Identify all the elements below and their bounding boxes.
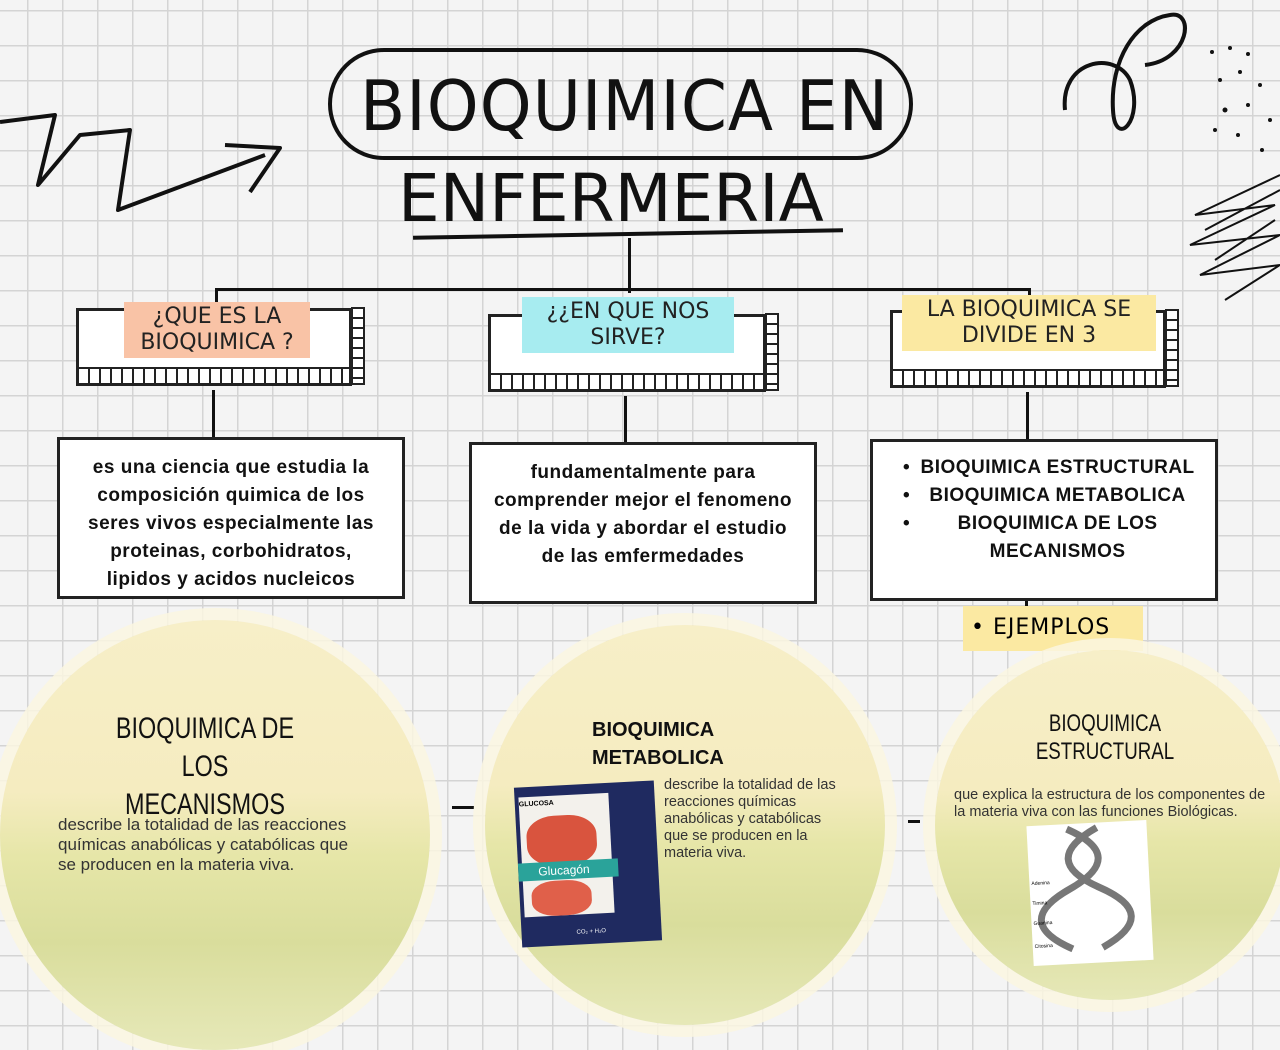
circle-text-metabolica: describe la totalidad de las reacciones … — [664, 777, 836, 861]
page-title-line1: BIOQUIMICA EN — [360, 66, 890, 147]
connector — [1026, 392, 1029, 440]
heading-que-es: ¿QUE ES LA BIOQUIMICA ? — [124, 302, 310, 358]
zigzag-arrow-doodle — [0, 113, 282, 212]
connector — [908, 820, 920, 823]
bullet-icon: • — [963, 615, 993, 640]
image-label: Adenina — [1031, 880, 1050, 888]
dots-doodle — [1210, 46, 1272, 152]
loop-doodle — [1062, 12, 1187, 131]
connector — [452, 806, 474, 809]
circle-text-estructural: que explica la estructura de los compone… — [954, 787, 1266, 820]
scribble-doodle — [1189, 174, 1280, 301]
division-item: •BIOQUIMICA METABOLICA — [903, 485, 1186, 506]
heading-en-que-sirve: ¿¿EN QUE NOS SIRVE? — [522, 297, 734, 353]
connector — [628, 238, 631, 293]
examples-label: • EJEMPLOS — [963, 606, 1143, 651]
connector — [624, 396, 627, 442]
divisions-box: •BIOQUIMICA ESTRUCTURAL •BIOQUIMICA META… — [870, 439, 1218, 601]
image-label: Guanina — [1033, 920, 1053, 927]
purpose-box: fundamentalmente para comprender mejor e… — [469, 442, 817, 604]
title-oval — [328, 48, 913, 160]
image-label: CO₂ + H₂O — [576, 928, 607, 936]
image-label: Timina — [1032, 900, 1048, 908]
circle-title-metabolica: BIOQUIMICA METABOLICA — [592, 719, 724, 769]
dna-diagram-image: Adenina Timina Guanina Citosina — [1026, 819, 1154, 967]
image-label: Citosina — [1034, 943, 1053, 950]
circle-text-mecanismos: describe la totalidad de las reacciones … — [58, 815, 349, 874]
connector — [215, 288, 1030, 291]
connector — [215, 288, 218, 308]
metabolism-diagram-image: GLUCOSA Glucagón CO₂ + H₂O — [513, 780, 663, 948]
page-title-line2: ENFERMERIA — [398, 160, 824, 237]
division-item: •BIOQUIMICA ESTRUCTURAL — [903, 457, 1195, 478]
heading-divide: LA BIOQUIMICA SE DIVIDE EN 3 — [902, 295, 1156, 351]
circle-title-estructural: BIOQUIMICA ESTRUCTURAL — [1035, 710, 1175, 765]
definition-box: es una ciencia que estudia la composició… — [57, 437, 405, 599]
connector — [212, 390, 215, 438]
dna-helix-icon — [1037, 824, 1135, 953]
division-item: •BIOQUIMICA DE LOS MECANISMOS — [903, 513, 1158, 562]
circle-title-mecanismos: BIOQUIMICA DE LOS MECANISMOS — [115, 712, 295, 821]
